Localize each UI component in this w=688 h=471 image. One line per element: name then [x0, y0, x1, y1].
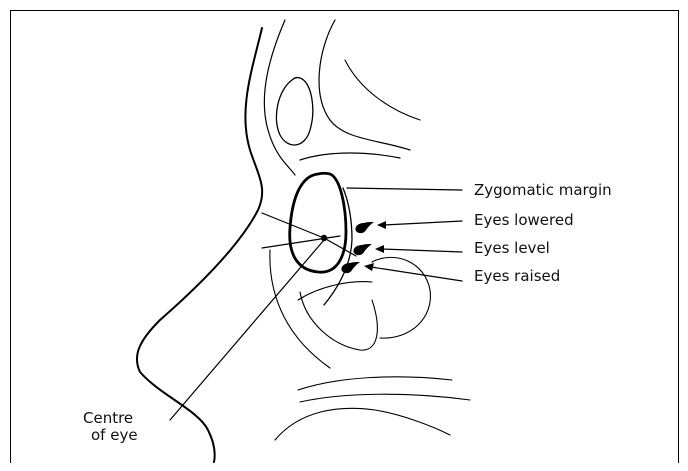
label-centre-of-eye-line1: Centre [83, 410, 138, 427]
droplet-lowered [355, 222, 374, 233]
label-eyes-raised: Eyes raised [474, 268, 560, 285]
upper-oval [276, 78, 312, 145]
droplet-raised [341, 262, 360, 273]
arrow-raised-head [364, 263, 374, 271]
eye-axis-lower [262, 236, 340, 248]
label-zygomatic-margin: Zygomatic margin [474, 182, 612, 199]
label-centre-of-eye: Centre of eye [83, 410, 138, 445]
cheek-curve-right [372, 257, 430, 338]
label-eyes-lowered: Eyes lowered [474, 212, 574, 229]
droplet-level [353, 244, 372, 255]
temple-curve [345, 60, 420, 120]
brow-contour [319, 20, 410, 150]
eye-axis-upper [262, 213, 324, 238]
centre-of-eye-pointer [170, 240, 324, 420]
jaw-curve-2 [300, 394, 470, 402]
arrow-level-line [382, 249, 462, 252]
eye-outline [290, 173, 346, 272]
arrow-lowered-line [384, 221, 462, 225]
zygomatic-pointer [347, 188, 462, 190]
cheek-inner-curve [300, 292, 377, 350]
nose-profile-line [137, 28, 262, 462]
arrow-raised-line [371, 267, 462, 281]
arrow-lowered-head [377, 221, 386, 229]
label-centre-of-eye-line2: of eye [83, 427, 138, 444]
jaw-curve-1 [298, 377, 452, 390]
orbit-top-curve [300, 153, 400, 160]
arrow-level-head [375, 245, 384, 253]
jaw-curve-3 [275, 408, 450, 440]
label-eyes-level: Eyes level [474, 240, 550, 257]
